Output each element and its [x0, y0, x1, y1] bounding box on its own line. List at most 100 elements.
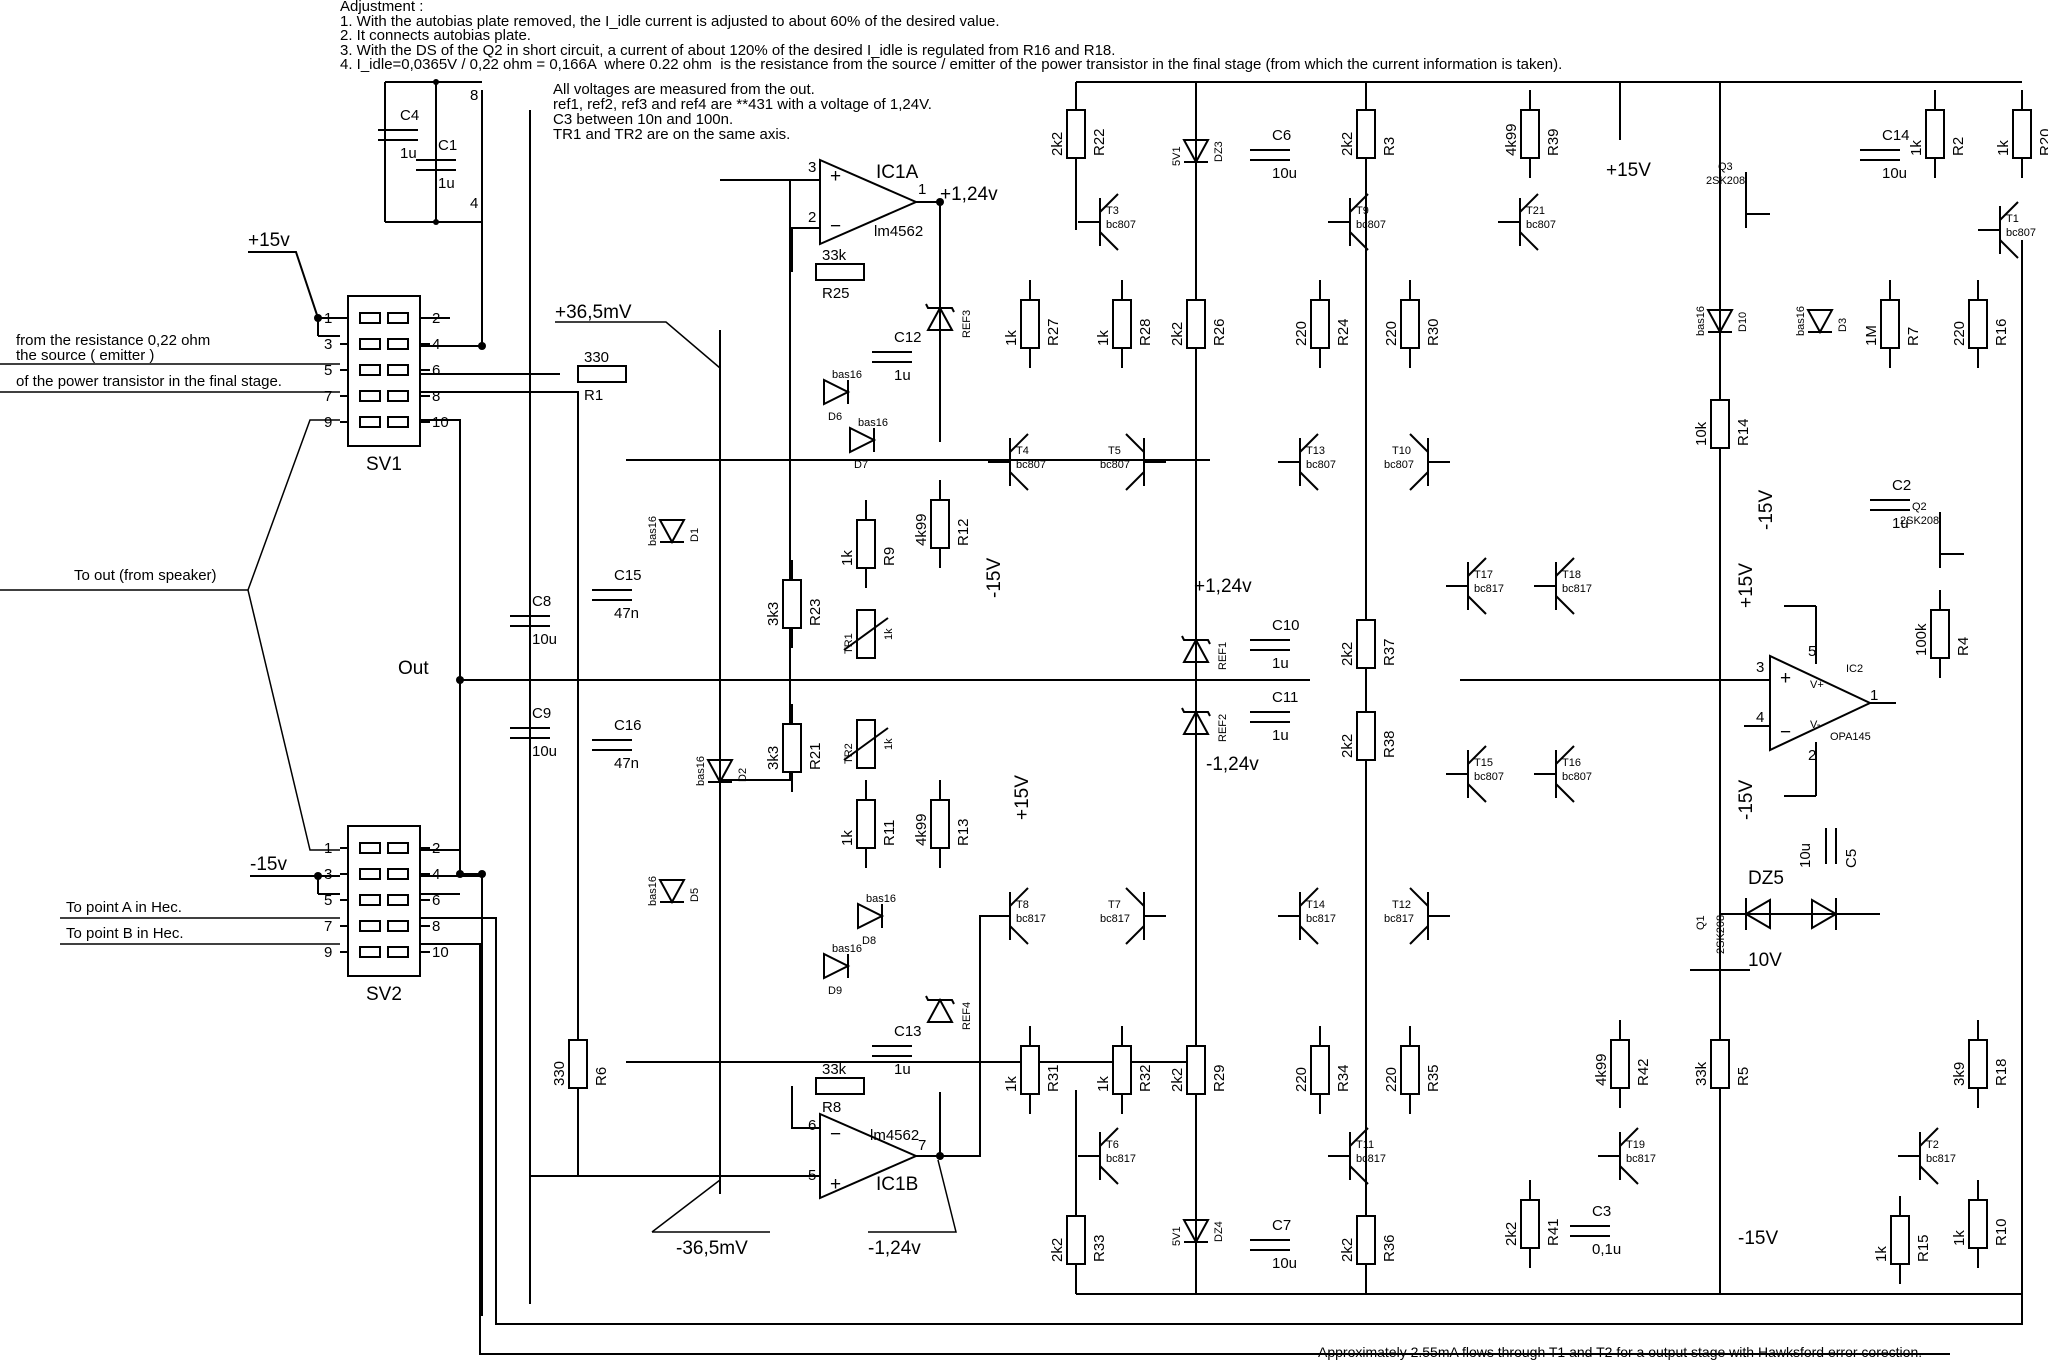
svg-text:C10: C10 — [1272, 617, 1300, 634]
label-point-b: To point B in Hec. — [66, 925, 184, 942]
svg-text:bc817: bc817 — [1106, 1153, 1136, 1165]
svg-text:REF4: REF4 — [961, 1002, 973, 1030]
svg-text:R13: R13 — [955, 818, 972, 846]
svg-text:C8: C8 — [532, 593, 551, 610]
svg-text:C6: C6 — [1272, 127, 1291, 144]
svg-text:TR1: TR1 — [843, 633, 855, 654]
svg-text:D1: D1 — [689, 528, 701, 542]
svg-text:2k2: 2k2 — [1049, 132, 1066, 156]
svg-text:1k: 1k — [839, 830, 856, 846]
label-to-out: To out (from speaker) — [74, 567, 217, 584]
svg-text:bc817: bc817 — [1474, 583, 1504, 595]
svg-text:TR2: TR2 — [843, 743, 855, 764]
svg-text:R5: R5 — [1735, 1067, 1752, 1086]
svg-text:3k3: 3k3 — [765, 746, 782, 770]
svg-text:T4: T4 — [1016, 445, 1029, 457]
svg-text:R21: R21 — [807, 742, 824, 770]
svg-text:4k99: 4k99 — [1503, 123, 1520, 156]
svg-text:R26: R26 — [1211, 318, 1228, 346]
svg-text:bc807: bc807 — [1474, 771, 1504, 783]
svg-text:47n: 47n — [614, 605, 639, 622]
svg-text:R30: R30 — [1425, 318, 1442, 346]
svg-text:R8: R8 — [822, 1099, 841, 1116]
svg-text:R6: R6 — [593, 1067, 610, 1086]
measure-note-2: ref1, ref2, ref3 and ref4 are **431 with… — [553, 96, 932, 113]
svg-text:R34: R34 — [1335, 1064, 1352, 1092]
pin-label: 3 — [324, 866, 332, 883]
svg-text:220: 220 — [1951, 321, 1968, 346]
svg-text:T12: T12 — [1392, 899, 1411, 911]
ic2-part: OPA145 — [1830, 731, 1871, 743]
svg-text:bc807: bc807 — [1100, 459, 1130, 471]
svg-text:T19: T19 — [1626, 1139, 1645, 1151]
ic2-name: IC2 — [1846, 663, 1863, 675]
svg-text:T9: T9 — [1356, 205, 1369, 217]
svg-text:bc817: bc817 — [1016, 913, 1046, 925]
opamp-ic1b: − + 6 5 7 IC1B lm4562 — [530, 915, 1010, 1200]
svg-text:bas16: bas16 — [1695, 306, 1707, 336]
ref-ref2: REF2 — [1181, 707, 1229, 742]
svg-text:bc807: bc807 — [1384, 459, 1414, 471]
svg-text:4k99: 4k99 — [913, 813, 930, 846]
svg-text:T21: T21 — [1526, 205, 1545, 217]
svg-text:33k: 33k — [822, 247, 847, 264]
svg-text:bas16: bas16 — [832, 943, 862, 955]
svg-text:C16: C16 — [614, 717, 642, 734]
pin-label: 4 — [432, 336, 440, 353]
svg-text:1u: 1u — [894, 367, 911, 384]
svg-text:3: 3 — [1756, 659, 1764, 676]
svg-text:C1: C1 — [438, 137, 457, 154]
ic1a-part: lm4562 — [874, 223, 923, 240]
label-minus15-q2: -15V — [1756, 490, 1777, 530]
pin-label: 9 — [324, 944, 332, 961]
svg-text:2: 2 — [1808, 747, 1816, 764]
opamp-ic2: + − 3 4 1 5 2 V+ V- IC2 OPA145 +15V -15V — [1720, 563, 1896, 820]
svg-text:220: 220 — [1383, 1067, 1400, 1092]
svg-text:V+: V+ — [1810, 679, 1824, 691]
resistor-r11: 1k R11 — [839, 780, 898, 868]
svg-text:1k: 1k — [1873, 1246, 1890, 1262]
svg-text:2k2: 2k2 — [1339, 642, 1356, 666]
svg-text:R18: R18 — [1993, 1058, 2010, 1086]
svg-text:C14: C14 — [1882, 127, 1910, 144]
svg-text:1u: 1u — [1272, 727, 1289, 744]
svg-text:+: + — [1780, 668, 1791, 689]
ic1b-name: IC1B — [876, 1174, 918, 1195]
svg-text:Q2: Q2 — [1912, 501, 1927, 513]
svg-text:2k2: 2k2 — [1339, 734, 1356, 758]
label-minus15-in: -15v — [250, 854, 287, 875]
pin-label: 7 — [324, 388, 332, 405]
svg-text:1k: 1k — [1951, 1230, 1968, 1246]
svg-text:C11: C11 — [1272, 689, 1298, 706]
svg-text:R11: R11 — [881, 820, 898, 846]
ref-voltage-labels: +1,24v -1,24v DZ5 10V -15V +15V -15V — [984, 490, 1784, 971]
svg-text:R20: R20 — [2037, 128, 2048, 156]
svg-text:bc817: bc817 — [1306, 913, 1336, 925]
svg-text:bc807: bc807 — [1106, 219, 1136, 231]
svg-text:1k: 1k — [1003, 330, 1020, 346]
svg-text:C13: C13 — [894, 1023, 922, 1040]
svg-text:0,1u: 0,1u — [1592, 1241, 1621, 1258]
svg-text:D2: D2 — [737, 768, 749, 782]
